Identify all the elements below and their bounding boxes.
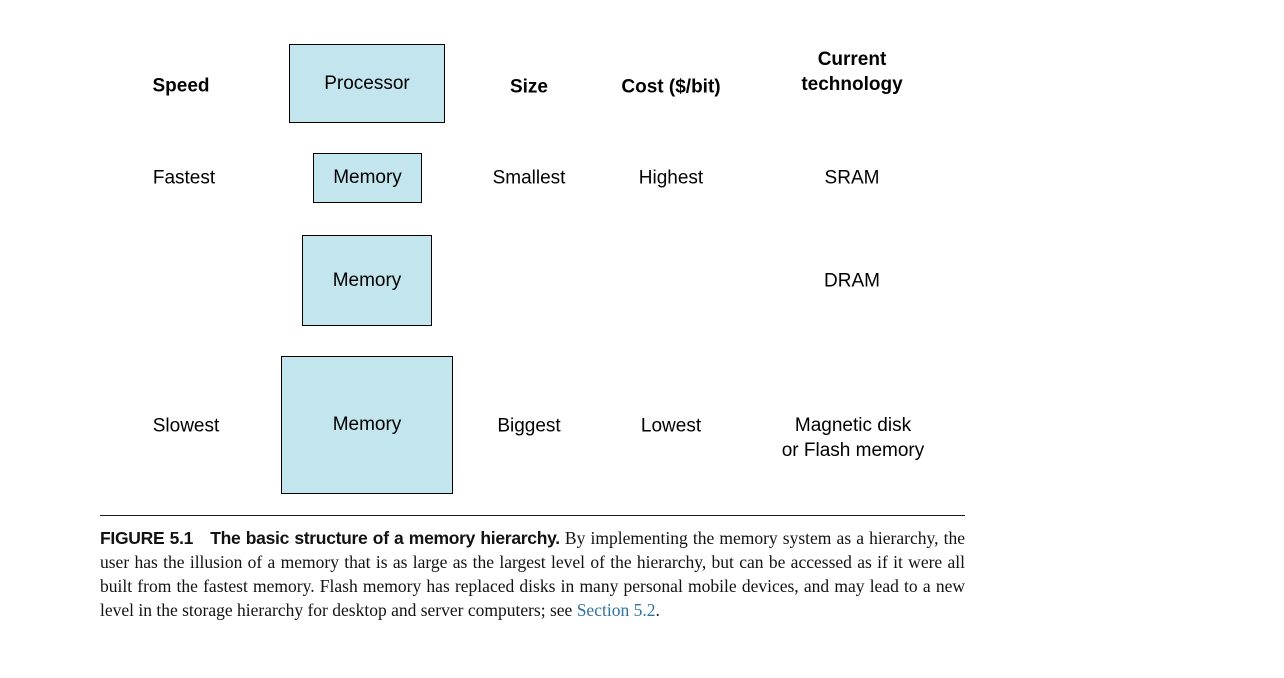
row3-technology-label: Magnetic disk or Flash memory (782, 413, 925, 463)
row1-technology-label: SRAM (824, 167, 880, 189)
figure-caption-body: By implementing the memory system as a h… (100, 528, 965, 620)
memory-box-level3: Memory (281, 356, 453, 494)
column-header-size: Size (509, 76, 549, 98)
row3-size-label: Biggest (497, 415, 561, 437)
caption-divider (100, 515, 965, 516)
row3-technology-label-line1: Magnetic disk (794, 415, 912, 436)
row3-cost-label: Lowest (640, 415, 702, 437)
figure-caption-period: . (655, 600, 660, 620)
memory-box-level1-label: Memory (333, 167, 402, 188)
column-header-current-technology-line2: technology (801, 74, 903, 95)
row1-cost-label: Highest (638, 167, 704, 189)
figure-number-label: FIGURE 5.1 (100, 528, 194, 548)
processor-box: Processor (289, 44, 445, 123)
column-header-current-technology-line1: Current (817, 49, 887, 70)
row1-speed-label: Fastest (152, 167, 216, 189)
row1-size-label: Smallest (492, 167, 566, 189)
processor-box-label: Processor (324, 72, 410, 94)
memory-box-level3-label: Memory (332, 414, 402, 435)
section-5-2-link[interactable]: Section 5.2 (576, 600, 656, 620)
row3-technology-label-line2: or Flash memory (781, 440, 925, 461)
column-header-cost: Cost ($/bit) (621, 76, 721, 98)
row3-speed-label: Slowest (152, 415, 220, 437)
memory-box-level2: Memory (302, 235, 432, 326)
memory-box-level1: Memory (313, 153, 422, 203)
figure-title: The basic structure of a memory hierarch… (210, 528, 560, 548)
column-header-speed: Speed (152, 75, 210, 97)
memory-box-level2-label: Memory (332, 269, 402, 291)
column-header-current-technology: Current technology (801, 47, 902, 97)
row2-technology-label: DRAM (824, 270, 880, 292)
figure-caption: FIGURE 5.1 The basic structure of a memo… (100, 526, 965, 622)
